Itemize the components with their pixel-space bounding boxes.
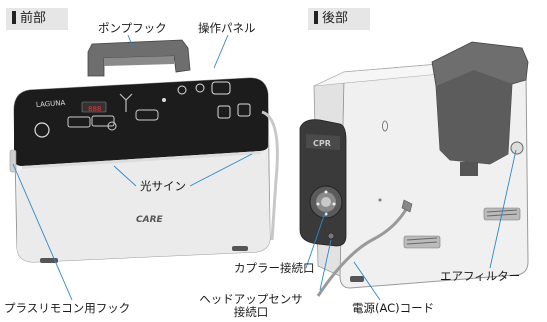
front-section-label: 前部 <box>6 8 68 30</box>
rear-power-cord <box>316 205 410 297</box>
rear-headup-sensor-port <box>327 232 335 240</box>
callout-head-up-sensor-line2: 接続口 <box>233 305 269 319</box>
callout-power-cord: 電源(AC)コード <box>352 301 435 315</box>
callout-coupler-port: カプラー接続口 <box>234 261 315 275</box>
front-pump-hook <box>87 39 191 77</box>
callout-head-up-sensor: ヘッドアップセンサ 接続口 <box>197 293 305 319</box>
rear-section-text: 後部 <box>322 11 349 26</box>
front-section-text: 前部 <box>20 11 47 26</box>
callout-light-sign: 光サイン <box>140 179 186 193</box>
rear-section-label: 後部 <box>308 8 370 30</box>
rear-label-mark <box>314 11 318 24</box>
rear-plate-text: CPR <box>313 139 331 148</box>
front-panel <box>14 78 268 166</box>
rear-air-filter <box>510 141 524 155</box>
device-logo: CARE <box>136 215 163 225</box>
front-label-mark <box>12 11 16 24</box>
rear-vent-left <box>403 235 441 249</box>
callout-head-up-sensor-line1: ヘッドアップセンサ <box>199 292 303 306</box>
callout-pump-hook: ポンプフック <box>98 21 167 35</box>
callout-lines <box>12 34 517 301</box>
callout-plus-remote-hook: プラスリモコン用フック <box>4 301 131 315</box>
callout-control-panel: 操作パネル <box>198 21 256 35</box>
device-brand: LAGUNA <box>35 98 66 110</box>
device-display: 888 <box>88 105 102 113</box>
callout-air-filter: エアフィルター <box>440 269 521 283</box>
